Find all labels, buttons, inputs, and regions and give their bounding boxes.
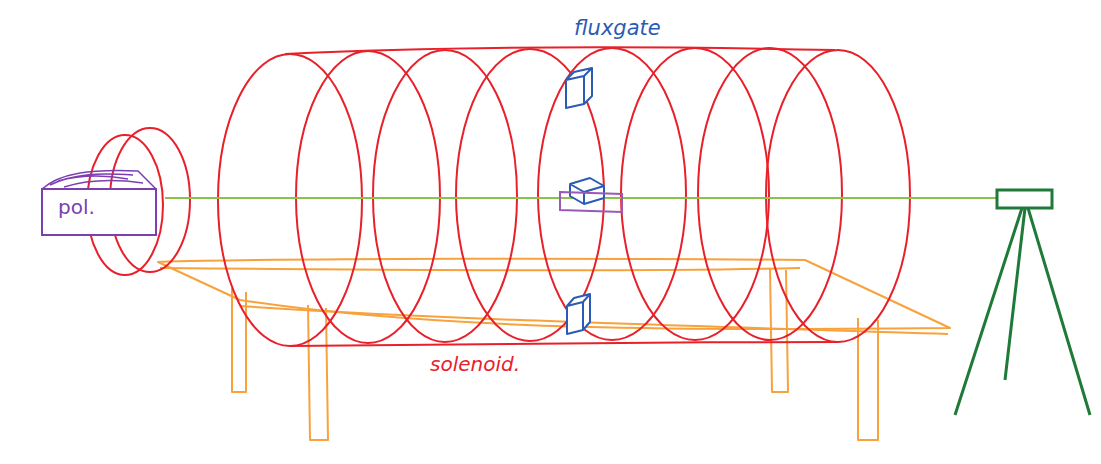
fluxgate-sensor — [566, 68, 604, 334]
coil-turn — [766, 50, 910, 342]
solenoid-coil — [218, 47, 910, 346]
box-body — [42, 189, 156, 235]
coil-label: solenoid. — [430, 352, 520, 376]
tripod — [955, 190, 1090, 415]
sensor-mount — [560, 192, 622, 212]
sensor-cube — [567, 294, 590, 334]
coil-turn — [218, 54, 362, 346]
sensor-cube — [566, 68, 592, 108]
coil-turn — [456, 49, 604, 341]
table-leg — [858, 318, 878, 440]
table-leg — [308, 305, 328, 440]
table-leg — [770, 268, 788, 392]
coil-line — [290, 342, 838, 346]
coil-turn — [538, 48, 686, 340]
tripod-leg — [955, 208, 1090, 415]
coil-turn — [373, 50, 517, 342]
box-outline — [40, 165, 158, 237]
polarizer-box: pol. — [40, 165, 158, 237]
detector-box — [997, 190, 1052, 208]
box-label: pol. — [58, 195, 148, 219]
sensor-label: fluxgate — [574, 16, 661, 40]
sensor-cube — [570, 178, 604, 204]
coil-line — [285, 47, 835, 54]
box-top — [42, 171, 156, 189]
coil-turn — [698, 48, 842, 340]
coil-turn — [621, 48, 769, 340]
